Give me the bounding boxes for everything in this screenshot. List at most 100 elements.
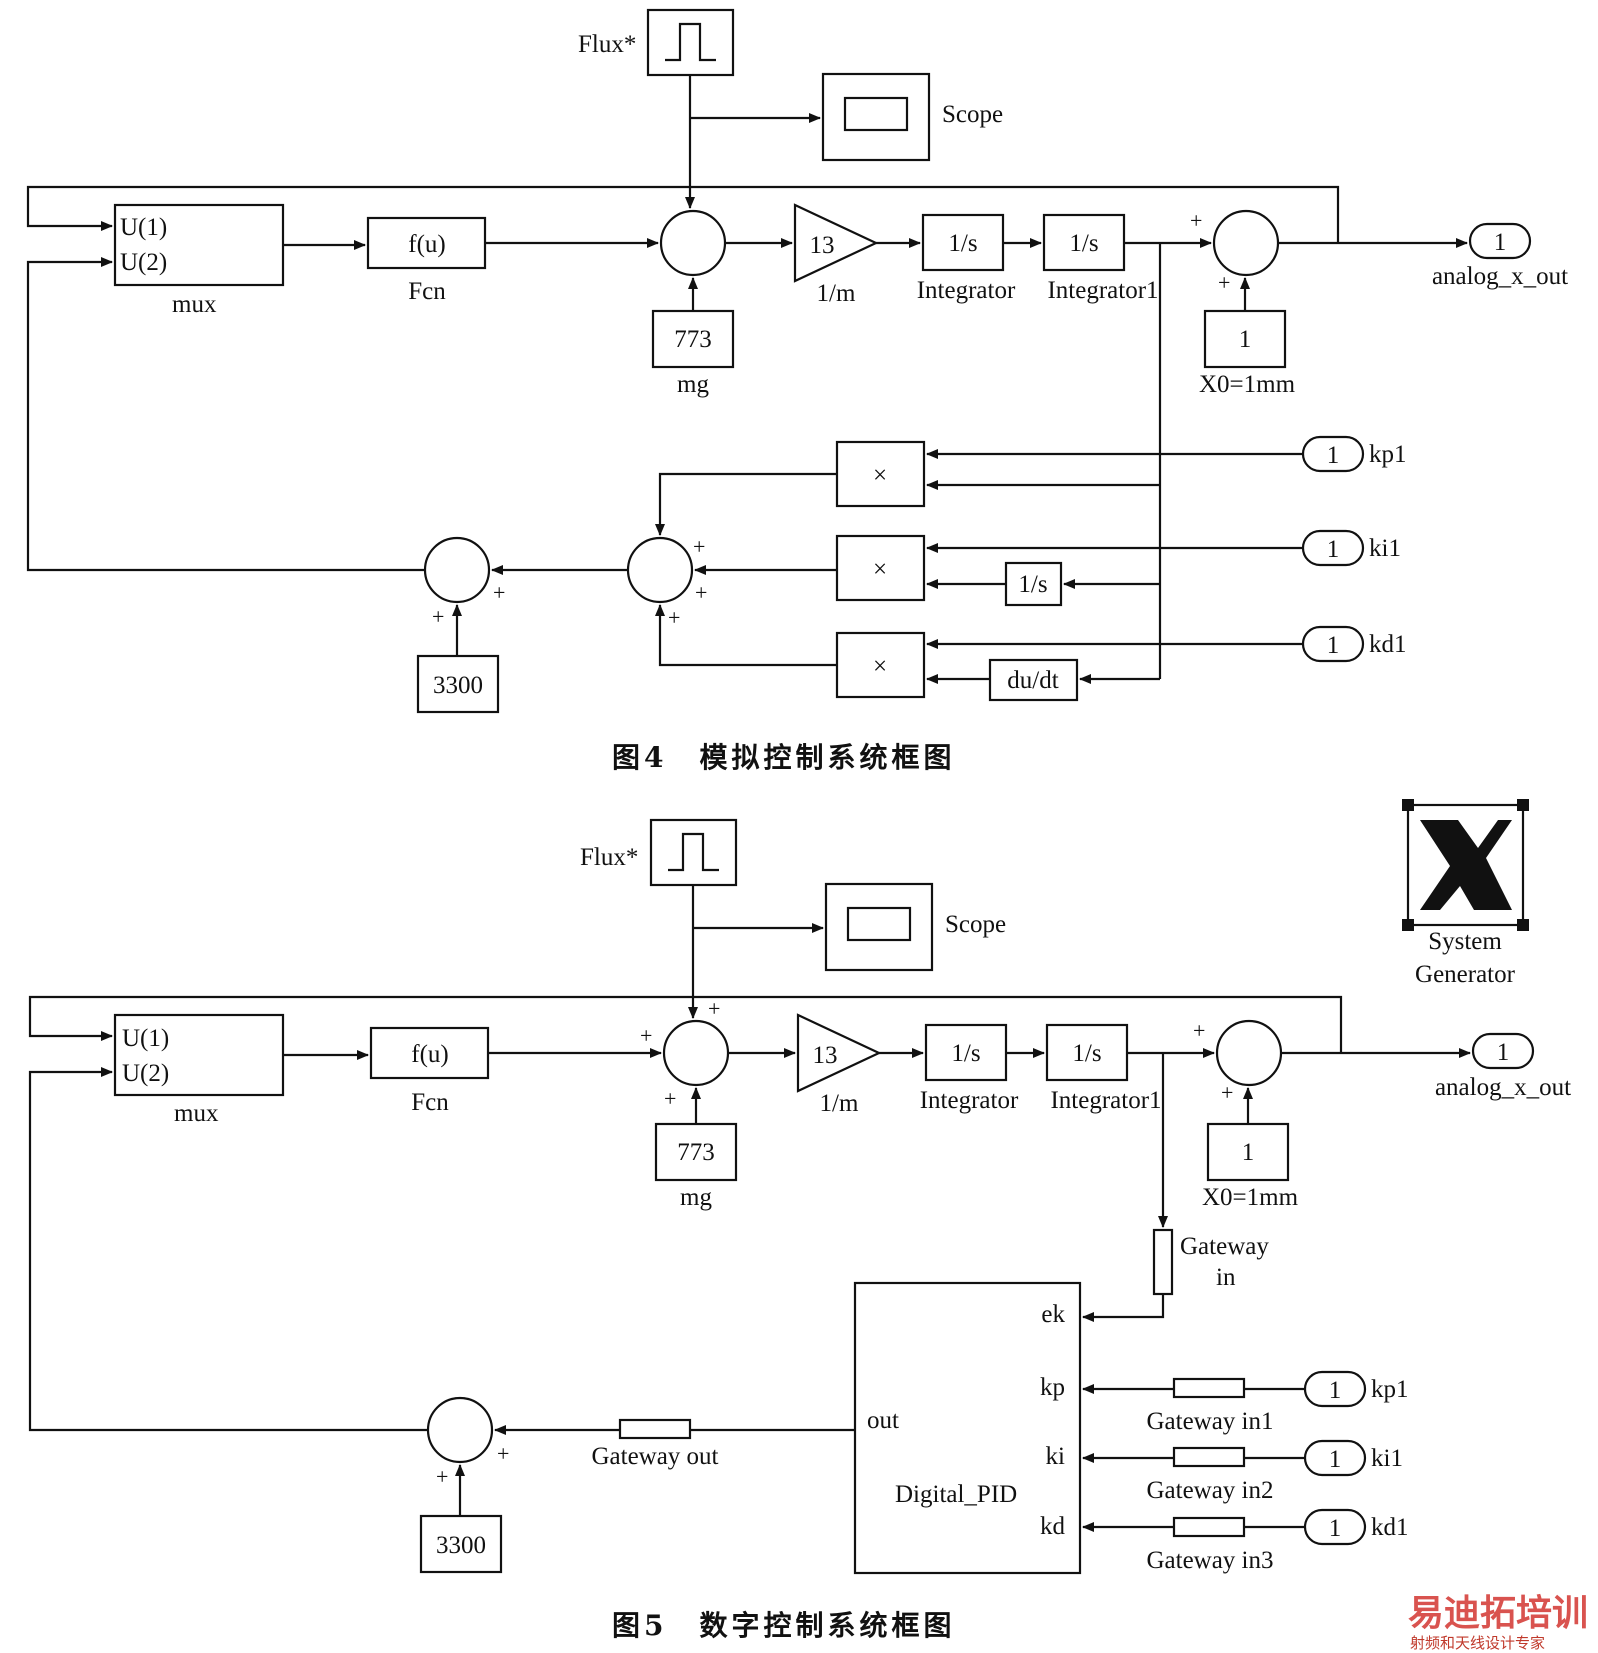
scope-icon	[846, 906, 912, 942]
integrator1-block-2[interactable]	[1045, 1023, 1129, 1082]
pid-port-out: out	[867, 1407, 899, 1434]
gain-block[interactable]	[793, 203, 879, 283]
sum-junction-1[interactable]	[659, 209, 727, 277]
pid-sum-junction[interactable]	[626, 536, 694, 604]
x0-constant-block[interactable]	[1203, 309, 1287, 369]
sum1b-plus-left: +	[640, 1023, 652, 1048]
gateway-in-block[interactable]	[1152, 1228, 1174, 1296]
offset-sum2-plus-bottom: +	[436, 1464, 448, 1489]
offset-sum-plus-bottom: +	[432, 604, 444, 629]
offset-sum-plus-right: +	[493, 580, 505, 605]
mux-input-2: U(2)	[120, 249, 167, 276]
flux-step-block[interactable]	[646, 8, 735, 77]
ki1-label-2: ki1	[1371, 1445, 1403, 1472]
integrator1-expression: 1/s	[1072, 1040, 1101, 1067]
pid-sum-plus-3: +	[668, 605, 680, 630]
offset-value: 3300	[433, 672, 483, 699]
offset-sum-junction-2[interactable]	[426, 1396, 494, 1464]
pid-sum-plus-2: +	[695, 580, 707, 605]
pid-port-kd: kd	[1040, 1513, 1066, 1540]
integrator1-expression: 1/s	[1069, 230, 1098, 257]
analog-x-out-port-2[interactable]	[1471, 1032, 1535, 1070]
step-icon	[668, 832, 719, 872]
analog-x-out-port[interactable]	[1468, 222, 1532, 260]
multiplier-i-block[interactable]	[835, 534, 926, 602]
kp1-label: kp1	[1369, 441, 1407, 468]
fcn-block-2[interactable]	[369, 1026, 490, 1080]
kd1-port-number: 1	[1327, 632, 1340, 659]
gateway-in3-block[interactable]	[1172, 1516, 1246, 1538]
mux-input-1: U(1)	[120, 214, 167, 241]
figure-5-digital: Flux* Scope System Generator U(1) U(2) m…	[28, 799, 1571, 1642]
kp1-port-number: 1	[1327, 442, 1340, 469]
multiplier-i-symbol: ×	[873, 556, 887, 583]
kp1-port-number: 1	[1329, 1377, 1342, 1404]
kd1-label-2: kd1	[1371, 1514, 1409, 1541]
mg-constant-block-2[interactable]	[654, 1122, 738, 1182]
out-port-number: 1	[1497, 1039, 1510, 1066]
fig4-wires	[26, 75, 1468, 684]
mux-block-2[interactable]	[113, 1013, 285, 1097]
x0-constant-block-2[interactable]	[1206, 1122, 1290, 1182]
sum2b-plus-left: +	[1193, 1018, 1205, 1043]
sum-junction-1b[interactable]	[662, 1019, 730, 1087]
system-generator-block[interactable]	[1402, 799, 1529, 931]
x0-value: 1	[1242, 1139, 1255, 1166]
multiplier-d-block[interactable]	[835, 631, 926, 699]
gain-label-2: 1/m	[820, 1090, 859, 1117]
sum-junction-2b[interactable]	[1215, 1019, 1283, 1087]
integrator-label: Integrator	[917, 277, 1016, 304]
fcn-expression: f(u)	[411, 1041, 448, 1068]
digital-pid-block[interactable]	[853, 1281, 1082, 1575]
offset-value: 3300	[436, 1532, 486, 1559]
sysgen-label-1: System	[1428, 928, 1502, 955]
sum2-plus-bottom: +	[1218, 270, 1230, 295]
flux-step-block-2[interactable]	[649, 818, 738, 887]
gain-label: 1/m	[817, 280, 856, 307]
gateway-in1-block[interactable]	[1172, 1377, 1246, 1399]
offset-constant-block[interactable]	[416, 654, 500, 714]
out-port-label: analog_x_out	[1432, 263, 1568, 290]
gain-block-2[interactable]	[796, 1013, 882, 1093]
flux-label-2: Flux*	[580, 844, 638, 871]
fcn-label-2: Fcn	[411, 1089, 449, 1116]
integrator-ki-block[interactable]	[1004, 561, 1063, 607]
integrator-block-2[interactable]	[924, 1023, 1008, 1082]
sum-junction-2[interactable]	[1212, 209, 1280, 277]
scope-block[interactable]	[821, 72, 931, 162]
sum2b-plus-bottom: +	[1221, 1080, 1233, 1105]
out-port-label-2: analog_x_out	[1435, 1074, 1571, 1101]
mg-constant-block[interactable]	[651, 309, 735, 369]
scope-label-2: Scope	[945, 911, 1006, 938]
gateway-in2-block[interactable]	[1172, 1446, 1246, 1468]
gateway-out-label: Gateway out	[591, 1443, 718, 1470]
kd1-label: kd1	[1369, 631, 1407, 658]
flux-label: Flux*	[578, 31, 636, 58]
fcn-expression: f(u)	[408, 231, 445, 258]
gateway-out-block[interactable]	[618, 1418, 692, 1440]
x0-label-2: X0=1mm	[1202, 1184, 1299, 1211]
watermark-subtitle: 射频和天线设计专家	[1410, 1634, 1545, 1652]
pid-name: Digital_PID	[895, 1481, 1017, 1508]
offset-sum2-plus-right: +	[497, 1441, 509, 1466]
xilinx-logo-icon	[1420, 820, 1512, 910]
multiplier-p-symbol: ×	[873, 462, 887, 489]
offset-sum-junction[interactable]	[423, 536, 491, 604]
mg-label-2: mg	[680, 1184, 712, 1211]
gain-value: 13	[813, 1042, 838, 1069]
derivative-expression: du/dt	[1007, 667, 1058, 694]
figure-4-caption: 图4 模拟控制系统框图	[612, 741, 955, 774]
mux-input-2: U(2)	[122, 1060, 169, 1087]
figure-5-caption: 图5 数字控制系统框图	[612, 1609, 955, 1642]
mux-input-1: U(1)	[122, 1025, 169, 1052]
offset-constant-block-2[interactable]	[419, 1514, 503, 1574]
scope-block-2[interactable]	[824, 882, 934, 972]
sysgen-label-2: Generator	[1415, 961, 1516, 988]
fcn-block[interactable]	[366, 216, 487, 270]
gateway-in-label-1: Gateway	[1180, 1233, 1269, 1260]
mux-block[interactable]	[113, 203, 285, 287]
kp1-label-2: kp1	[1371, 1376, 1409, 1403]
x0-label: X0=1mm	[1199, 371, 1296, 398]
multiplier-p-block[interactable]	[835, 440, 926, 508]
